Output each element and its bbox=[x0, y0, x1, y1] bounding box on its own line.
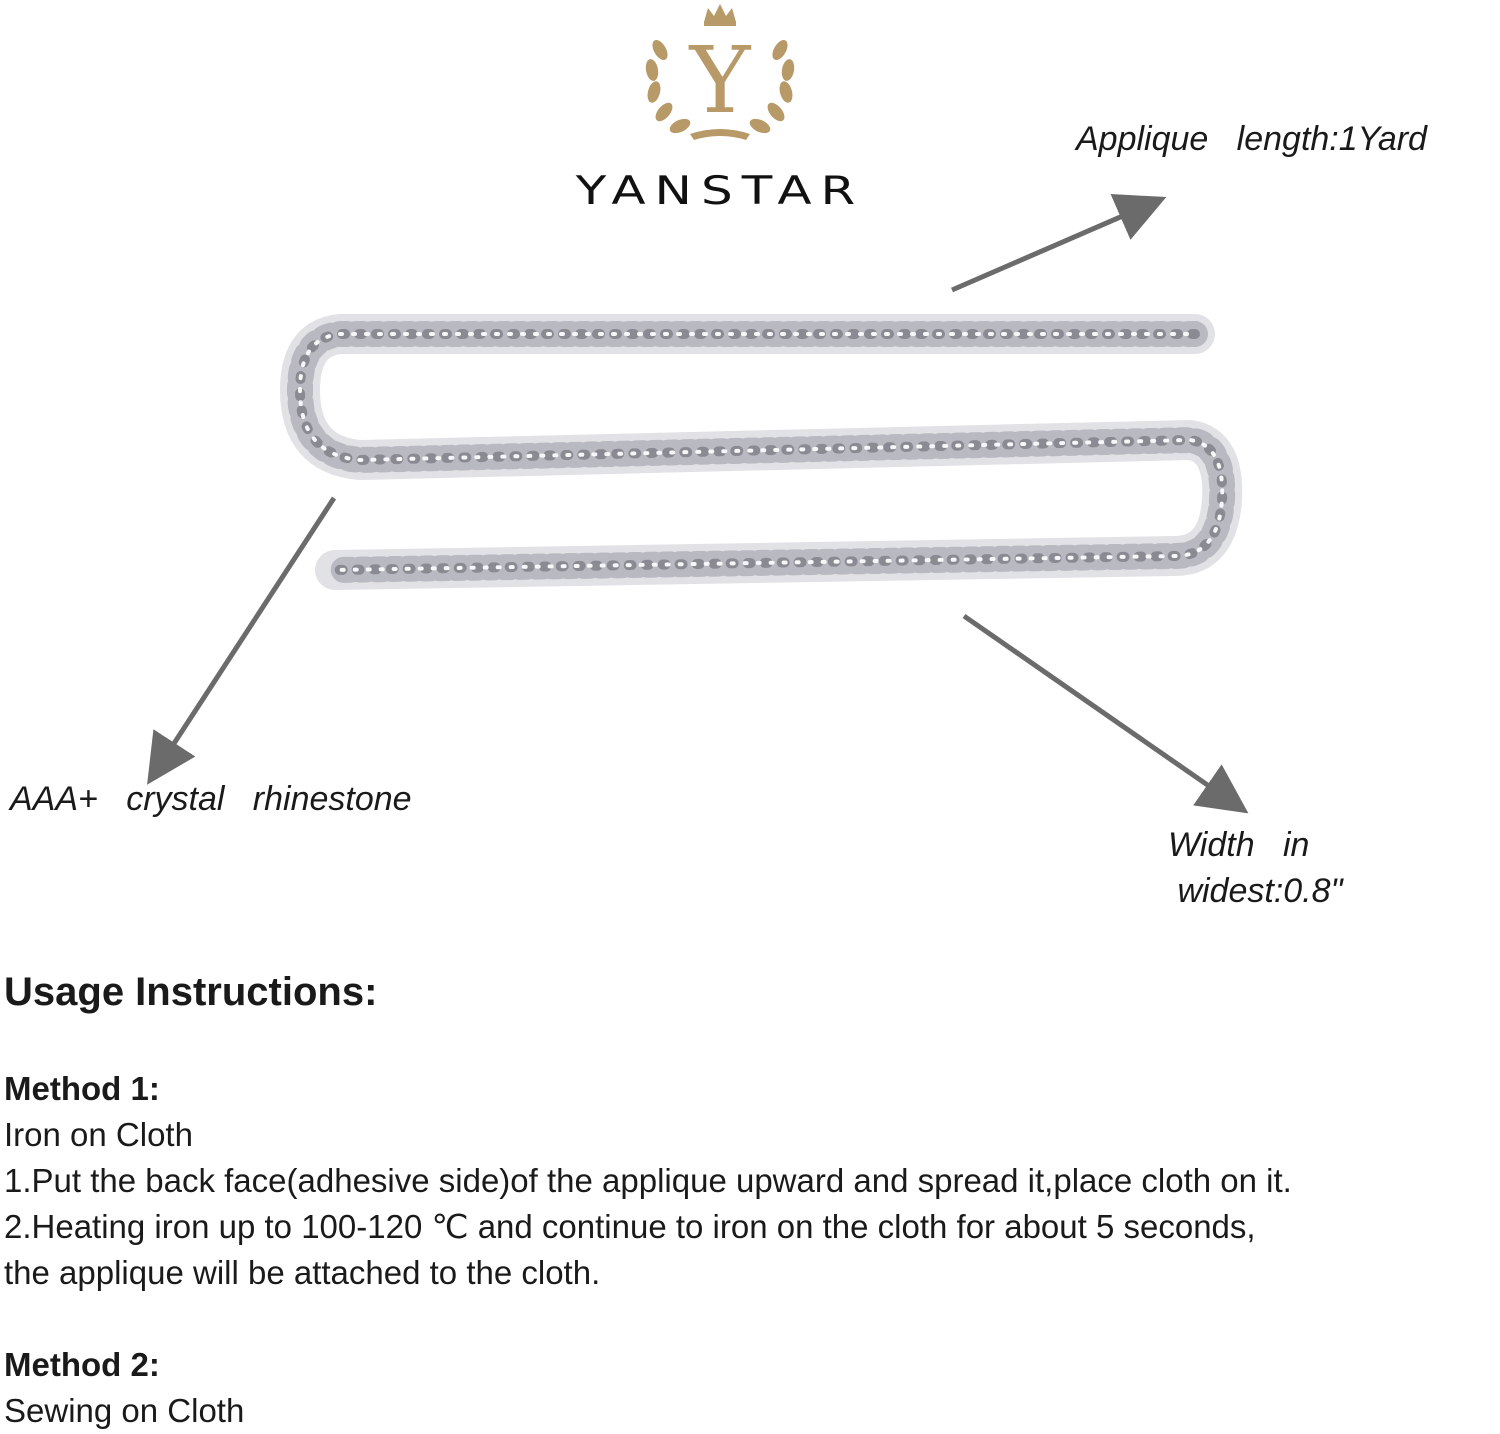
callout-crystal: AAA+ crystal rhinestone bbox=[10, 780, 412, 818]
method2-title: Method 2: bbox=[4, 1346, 160, 1383]
method2-block: Method 2: Sewing on Cloth bbox=[4, 1342, 244, 1434]
laurel-left-icon bbox=[645, 40, 691, 134]
method1-step2-line2: the applique will be attached to the clo… bbox=[4, 1254, 601, 1291]
logo-monogram: Y bbox=[688, 27, 752, 134]
method1-title: Method 1: bbox=[4, 1070, 160, 1107]
arrow-to-crystal-callout bbox=[147, 496, 337, 785]
callout-length: Applique length:1Yard bbox=[1076, 120, 1427, 158]
crown-icon bbox=[704, 4, 736, 26]
method1-block: Method 1: Iron on Cloth 1.Put the back f… bbox=[4, 1066, 1292, 1296]
callout-width: Width in widest:0.8" bbox=[1168, 822, 1343, 914]
method1-subtitle: Iron on Cloth bbox=[4, 1116, 193, 1153]
method1-step1: 1.Put the back face(adhesive side)of the… bbox=[4, 1162, 1292, 1199]
rhinestone-strand bbox=[280, 314, 1243, 590]
brand-logo-emblem: Y bbox=[645, 4, 795, 140]
callout-width-line1: Width in bbox=[1168, 826, 1310, 864]
method1-step2-line1: 2.Heating iron up to 100-120 ℃ and conti… bbox=[4, 1208, 1256, 1245]
product-illustration bbox=[147, 194, 1249, 814]
brand-name: YANSTAR bbox=[575, 168, 865, 214]
arrow-to-width-callout bbox=[962, 613, 1249, 814]
method2-subtitle: Sewing on Cloth bbox=[4, 1392, 245, 1429]
arrow-to-length-callout bbox=[951, 194, 1167, 293]
laurel-right-icon bbox=[749, 40, 795, 134]
callout-width-line2: widest:0.8" bbox=[1168, 872, 1343, 910]
usage-heading: Usage Instructions: bbox=[4, 970, 378, 1014]
